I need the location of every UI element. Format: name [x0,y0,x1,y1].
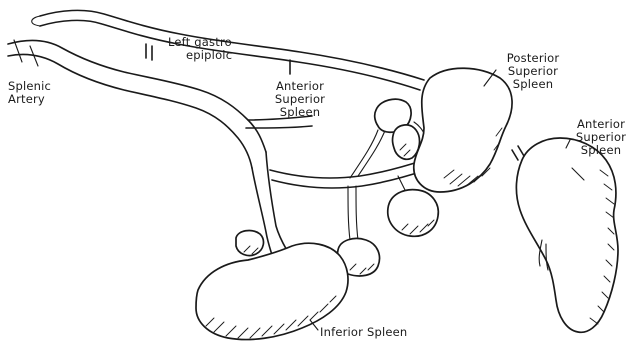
leader-anterior-superior-side [566,140,570,148]
leader-posterior-superior [484,70,496,86]
leader-inferior-spleen [310,320,318,330]
